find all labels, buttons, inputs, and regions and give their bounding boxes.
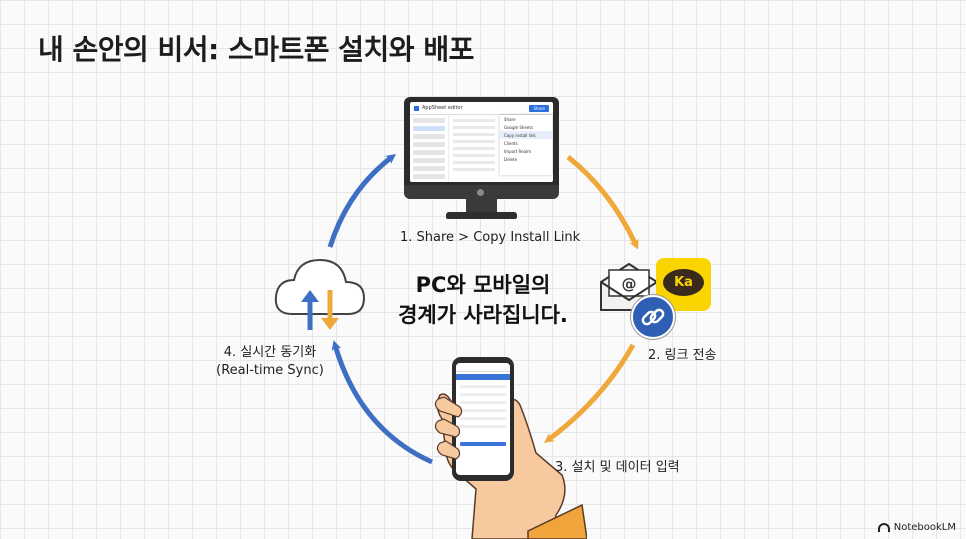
notebooklm-logo-icon: [877, 523, 890, 532]
center-line-2: 경계가 사라집니다.: [398, 303, 568, 327]
editor-panel: [450, 115, 498, 182]
menu-item[interactable]: Clients: [504, 140, 518, 146]
menu-item[interactable]: Delete: [504, 156, 518, 162]
arrow-pc-to-message: [566, 155, 639, 250]
menu-item[interactable]: Share: [504, 116, 516, 122]
step3-label: 3. 설치 및 데이터 입력: [555, 460, 680, 475]
footer-label: NotebookLM: [893, 522, 956, 533]
step4-line-2: (Real-time Sync): [216, 363, 324, 378]
center-line-1: PC와 모바일의: [415, 273, 551, 297]
center-message: PC와 모바일의 경계가 사라집니다.: [370, 270, 596, 330]
step4-line-1: 4. 실시간 동기화: [223, 345, 317, 360]
monitor-icon: AppSheet editor Share Share Google Sheet…: [404, 97, 559, 222]
cloud-sync-icon: [274, 258, 366, 330]
at-symbol: @: [622, 275, 637, 293]
phone-appbar: [456, 363, 510, 372]
link-icon: [631, 295, 675, 339]
phone-screen: [456, 363, 510, 475]
menu-item[interactable]: Import Realm: [504, 148, 532, 154]
editor-title: AppSheet editor: [422, 105, 463, 111]
arrow-message-to-phone: [543, 343, 636, 443]
step4-label: 4. 실시간 동기화 (Real-time Sync): [205, 344, 335, 380]
step2-label: 2. 링크 전송: [648, 348, 717, 363]
appsheet-logo-icon: [414, 105, 419, 111]
editor-sidebar: [410, 115, 449, 182]
arrow-phone-to-cloud: [331, 340, 434, 465]
arrow-cloud-to-pc: [327, 153, 396, 248]
footer: NotebookLM: [877, 522, 956, 533]
menu-item-copy-install-link[interactable]: Copy install link: [500, 131, 552, 139]
appsheet-editor-screen: AppSheet editor Share Share Google Sheet…: [410, 102, 553, 182]
share-menu: Share Google Sheets Copy install link Cl…: [500, 115, 552, 175]
phone-in-hand: [432, 355, 587, 539]
step1-label: 1. Share > Copy Install Link: [400, 230, 581, 245]
share-button[interactable]: Share: [529, 104, 549, 112]
menu-item[interactable]: Google Sheets: [504, 124, 534, 130]
phone-save-button[interactable]: [460, 442, 506, 446]
kakao-label: Ka: [663, 269, 704, 296]
page-title: 내 손안의 비서: 스마트폰 설치와 배포: [38, 33, 474, 66]
